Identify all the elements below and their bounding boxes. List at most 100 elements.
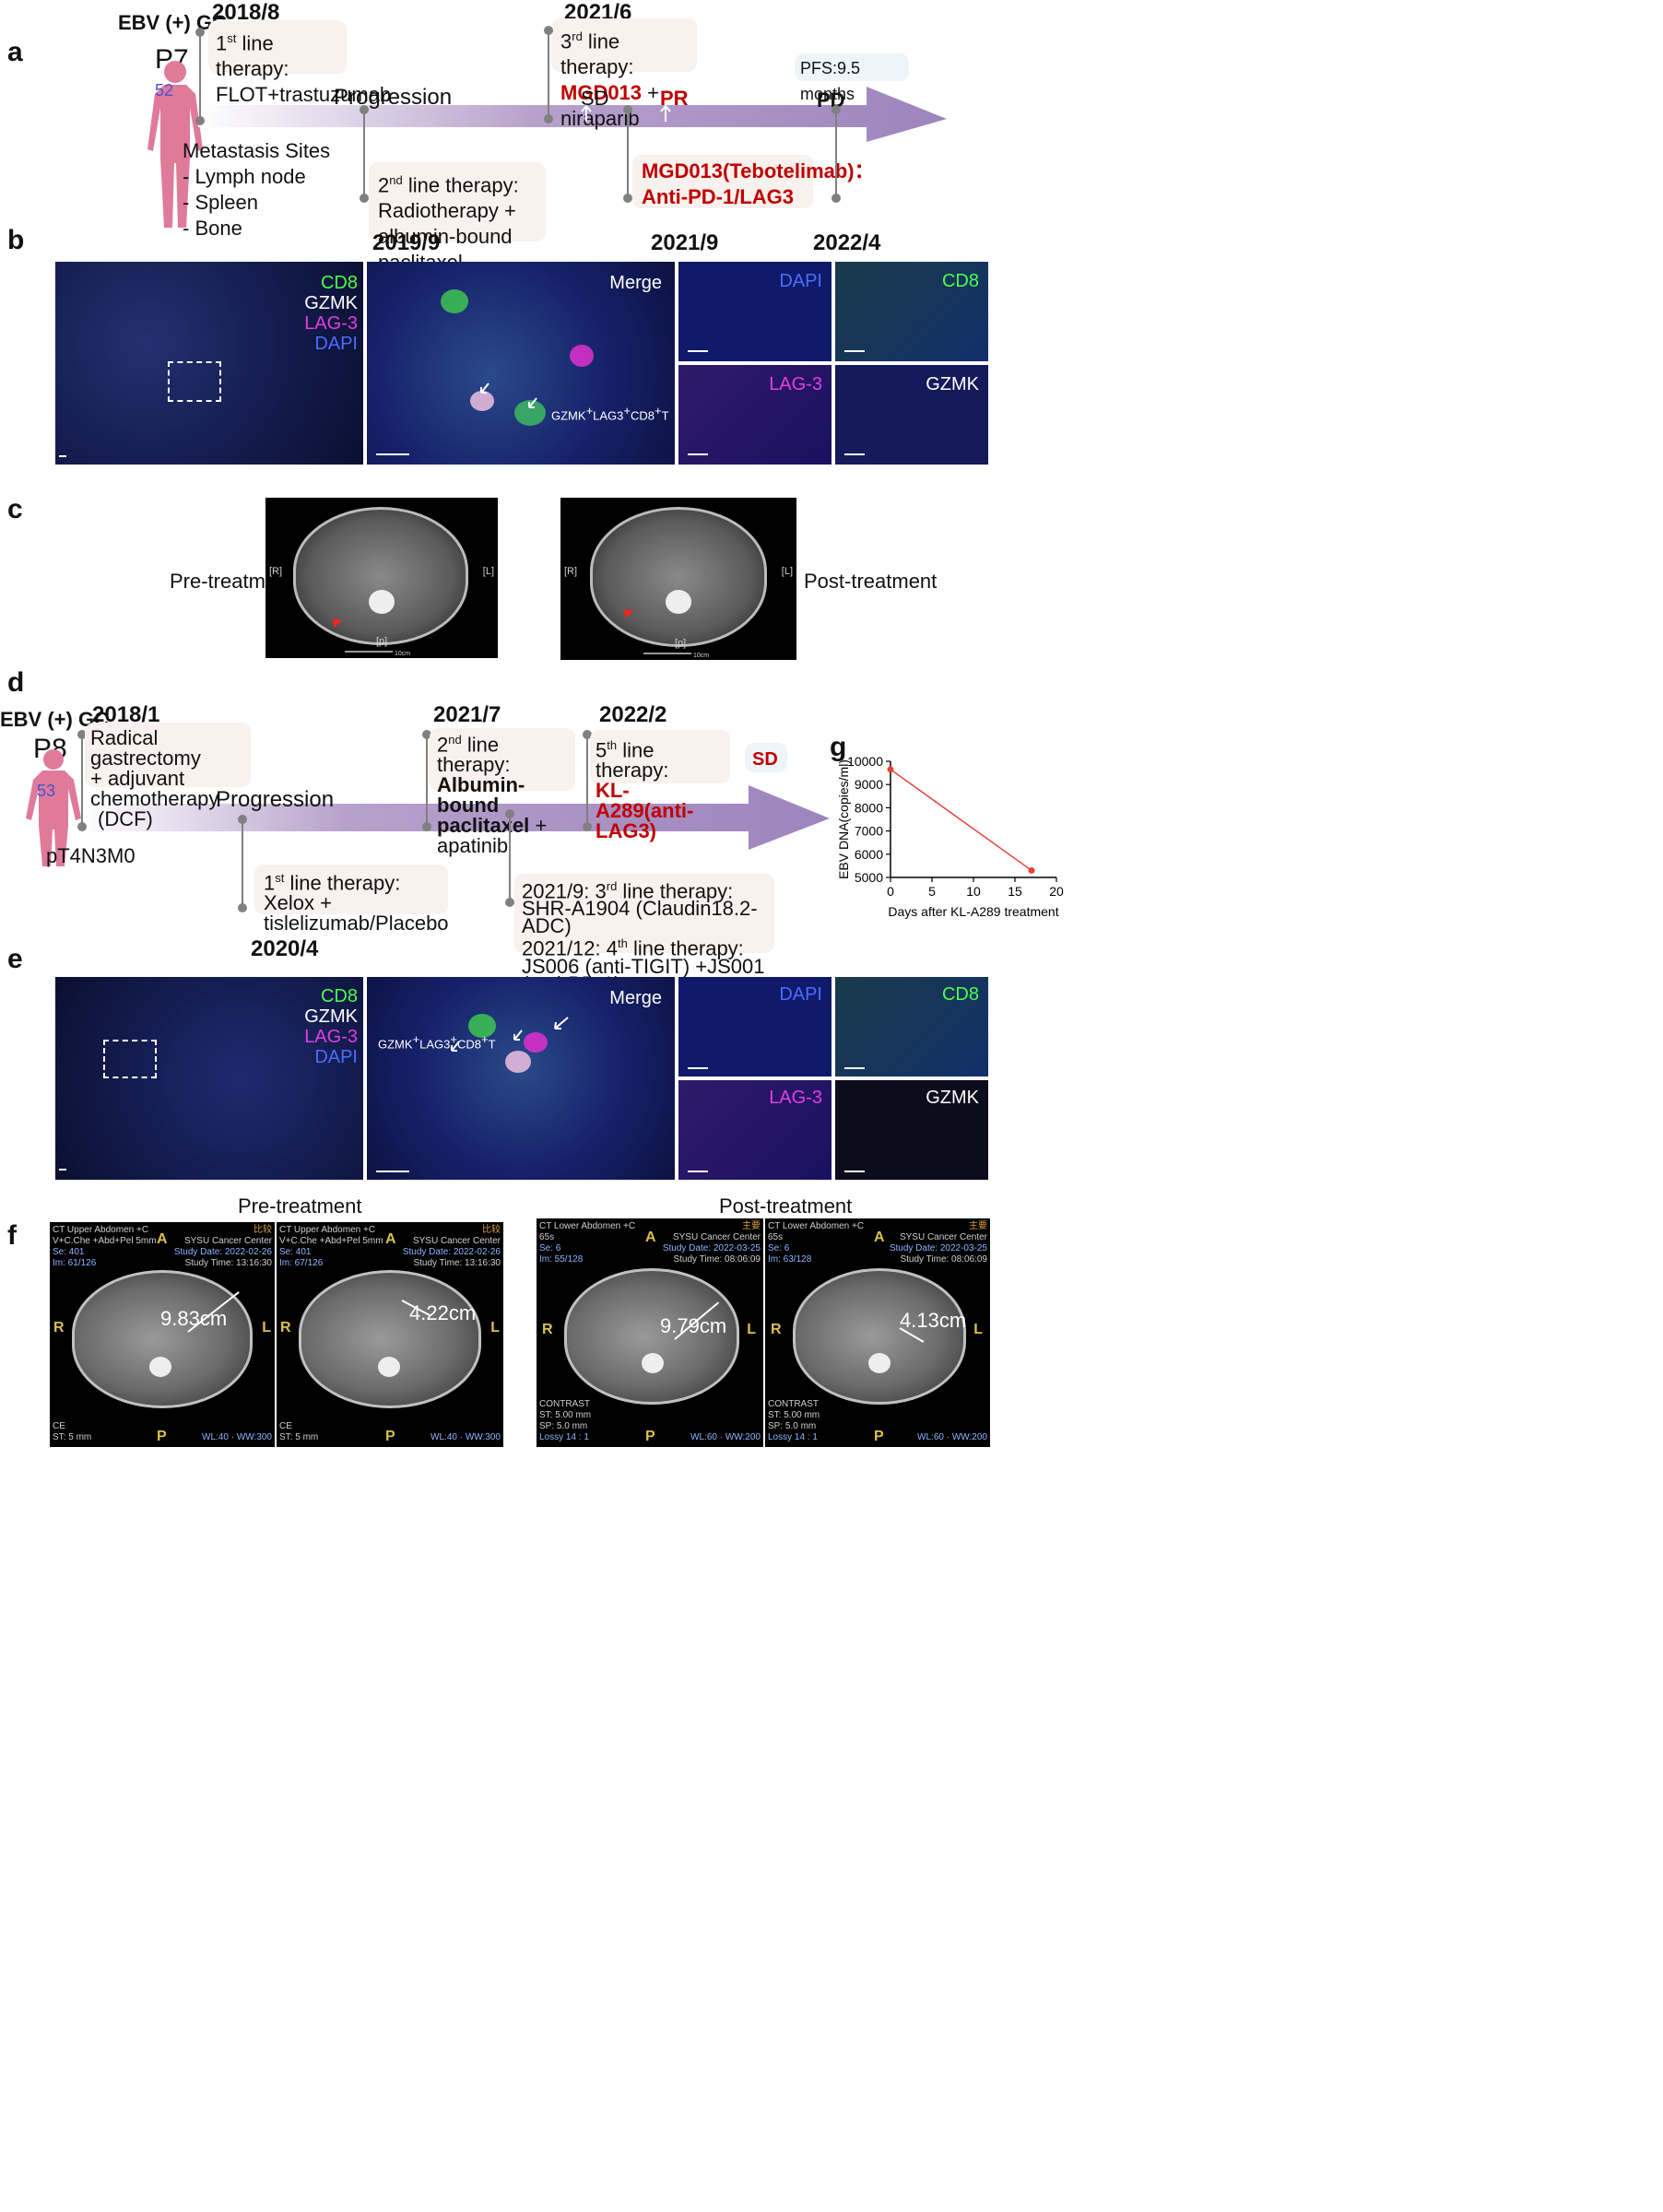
p8-l2-connector xyxy=(426,734,428,826)
e-zoom-box xyxy=(103,1040,157,1078)
b-cd8-scalebar xyxy=(844,350,865,352)
f-letter-a: A xyxy=(385,1231,396,1247)
b-gzmk-scalebar xyxy=(844,453,865,455)
p8-l34-connector xyxy=(509,813,511,901)
p8-surg-dot-bottom xyxy=(77,822,87,831)
cell-blob xyxy=(524,1032,548,1053)
p8-l5-dot-top xyxy=(583,730,592,739)
f-ct-wl: WL:60 · WW:200 xyxy=(690,1432,761,1442)
e-label-dapi: DAPI xyxy=(314,1047,358,1067)
cell-blob xyxy=(470,391,494,411)
e-cd8-image: CD8 xyxy=(835,977,988,1077)
b-dapi-scalebar xyxy=(688,350,708,352)
c-post-scale: 10cm xyxy=(693,653,710,659)
p7-mgd-dot-bottom xyxy=(623,194,632,203)
p8-surg-dot-top xyxy=(77,730,87,739)
g-y-tick-label: 10000 xyxy=(847,754,883,769)
f-ct-wl: WL:40 · WW:300 xyxy=(430,1432,501,1442)
p7-line1-dot-bottom xyxy=(195,116,205,125)
f-letter-l: L xyxy=(262,1320,271,1335)
p7-line2-box: 2nd line therapy: Radiotherapy + albumin… xyxy=(369,162,546,274)
g-y-tick-label: 7000 xyxy=(855,824,883,839)
p8-sd-box: SD xyxy=(745,743,787,772)
b-merge-image: Merge GZMK+LAG3+CD8+T xyxy=(367,262,675,465)
b-label-cd8: CD8 xyxy=(320,273,358,293)
f-letter-a: A xyxy=(874,1230,885,1245)
ct-vertebra xyxy=(868,1353,890,1373)
p7-age: 52 xyxy=(155,81,174,100)
p7-line2-dot-top xyxy=(360,105,369,114)
panel-label-c: c xyxy=(7,494,23,524)
p7-mets-item: - Bone xyxy=(183,217,242,240)
p7-line3-dot-top xyxy=(544,26,553,35)
p7-pd-connector xyxy=(835,109,837,197)
p8-surg-connector xyxy=(81,734,83,826)
f-post-label: Post-treatment xyxy=(719,1194,853,1218)
ct-body xyxy=(72,1270,253,1408)
p8-date-2021: 2021/7 xyxy=(433,702,501,727)
f-letter-l: L xyxy=(973,1322,983,1337)
p7-response-arrows xyxy=(581,104,671,122)
f-letter-r: R xyxy=(53,1320,65,1335)
p7-line3-text: line therapy: xyxy=(560,29,634,79)
b-date-2: 2021/9 xyxy=(651,230,719,255)
p7-line1-text: line therapy: xyxy=(216,31,289,81)
b-dapi-label: DAPI xyxy=(779,271,822,291)
b-gzmk-image: GZMK xyxy=(835,365,988,465)
p7-mets-item: - Lymph node xyxy=(183,165,306,188)
p8-surg-line: + adjuvant chemotherapy xyxy=(90,767,219,810)
g-y-tick-label: 8000 xyxy=(855,800,883,815)
b-date-1: 2019/9 xyxy=(372,230,441,255)
g-x-tick-label: 5 xyxy=(928,884,936,899)
b-label-gzmk: GZMK xyxy=(304,293,358,313)
c-pre-scalebar xyxy=(345,651,393,653)
cell-blob xyxy=(468,1014,496,1038)
p8-surg-line: Radical gastrectomy xyxy=(90,726,201,770)
cell-blob xyxy=(441,289,468,313)
f-letter-p: P xyxy=(385,1429,395,1444)
c-pre-p: [p] xyxy=(376,636,388,647)
e-gzmk-scalebar xyxy=(844,1171,865,1172)
f-letter-l: L xyxy=(490,1320,500,1335)
e-dapi-image: DAPI xyxy=(678,977,832,1077)
f-letter-p: P xyxy=(645,1429,655,1444)
p7-line3-num: 3 xyxy=(560,29,572,53)
g-x-label: Days after KL-A289 treatment xyxy=(888,904,1058,919)
p7-mgd-title: MGD013(Tebotelimab)： xyxy=(642,159,875,182)
b-lag3-scalebar xyxy=(688,453,708,455)
cell-blob xyxy=(570,345,594,367)
g-x-tick-label: 0 xyxy=(887,884,894,899)
p7-person-icon xyxy=(147,61,203,228)
f-letter-p: P xyxy=(874,1429,884,1444)
p8-l34-dot-bottom xyxy=(505,898,514,907)
ct-vertebra xyxy=(642,1353,664,1373)
f-measure-4: 4.13cm xyxy=(900,1309,967,1332)
p8-age: 53 xyxy=(37,782,56,800)
p7-pd-dot-top xyxy=(832,105,841,114)
c-post-r: [R] xyxy=(564,566,578,577)
ct-body xyxy=(793,1268,966,1405)
f-ct-wl: WL:40 · WW:300 xyxy=(202,1432,272,1442)
ct-vertebra xyxy=(149,1357,171,1377)
b-overview-scalebar xyxy=(59,455,66,457)
p7-metastasis: Metastasis Sites - Lymph node - Spleen -… xyxy=(183,138,330,241)
p7-progression: Progression xyxy=(334,85,453,110)
e-cd8-scalebar xyxy=(844,1067,865,1069)
c-post-scalebar xyxy=(643,653,691,654)
f-letter-p: P xyxy=(157,1429,167,1444)
e-overview-scalebar xyxy=(59,1169,66,1171)
p7-line1-num: 1 xyxy=(216,31,228,55)
b-lag3-label: LAG-3 xyxy=(769,374,822,394)
p7-mgd-connector xyxy=(627,109,629,197)
e-label-lag3: LAG-3 xyxy=(304,1027,358,1047)
